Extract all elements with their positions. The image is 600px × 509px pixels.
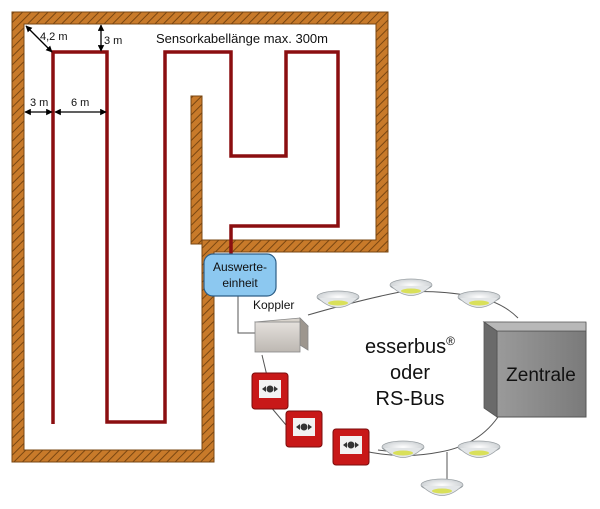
dim-arrow-diagonal: [25, 25, 53, 53]
registered-mark: ®: [446, 334, 455, 348]
smoke-detector: [457, 290, 501, 308]
sensor-cable-label: Sensorkabellänge max. 300m: [156, 31, 328, 46]
dim-label-spacing: 6 m: [71, 97, 89, 109]
central-panel-label: Zentrale: [506, 365, 576, 386]
smoke-detector: [420, 478, 464, 496]
bus-label-line1: esserbus®: [365, 334, 455, 358]
coupler-device: [254, 317, 309, 353]
manual-call-point: [332, 428, 370, 466]
evaluation-unit-label-line1: Auswerte-: [213, 260, 267, 274]
eval-to-coupler-wire: [237, 296, 255, 334]
dim-label-left: 3 m: [30, 97, 48, 109]
smoke-detector: [381, 440, 425, 458]
smoke-detector: [389, 278, 433, 296]
smoke-detector: [457, 440, 501, 458]
dim-label-top: 3 m: [104, 35, 122, 47]
bus-name: esserbus: [365, 336, 446, 358]
smoke-detector: [316, 290, 360, 308]
dim-label-diagonal: 4,2 m: [40, 31, 68, 43]
coupler-label: Koppler: [253, 298, 294, 312]
bus-label-line3: RS-Bus: [376, 388, 445, 410]
bus-label-line2: oder: [390, 362, 430, 384]
manual-call-point: [251, 372, 289, 410]
manual-call-point: [285, 410, 323, 448]
partition-wall: [190, 95, 203, 245]
central-panel: [482, 321, 587, 418]
evaluation-unit: [203, 253, 277, 297]
evaluation-unit-label-line2: einheit: [222, 276, 258, 290]
sensor-cable: [51, 50, 340, 424]
